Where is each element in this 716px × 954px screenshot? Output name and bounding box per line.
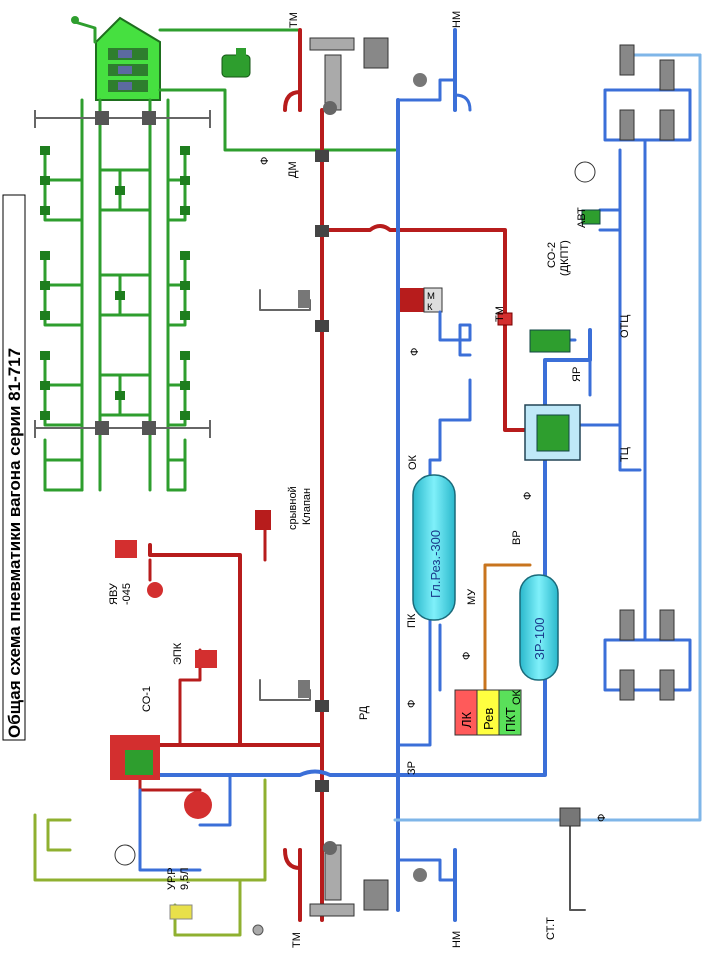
label-avt: АВТ [576, 207, 588, 228]
main-reservoir-label: Гл.Рез.-300 [428, 530, 443, 598]
label-ok-bottom: ОК [511, 689, 523, 705]
brake-cylinder-icon [180, 176, 190, 185]
valve-m: М [427, 291, 435, 302]
brake-cylinder-icon [180, 146, 190, 155]
brake-cylinder-icon [180, 311, 190, 320]
label-f-dm: Ф [259, 157, 271, 165]
label-f-low2: Ф [461, 652, 473, 660]
label-dm: ДМ [287, 161, 299, 178]
spare-reservoir: ЗР-100 [519, 574, 559, 681]
red-apparatus [110, 161, 601, 866]
label-f-far: Ф [596, 814, 608, 822]
label-tc: ТЦ [619, 447, 631, 462]
gray-taps [259, 289, 311, 701]
title-block: Общая схема пневматики вагона серии 81-7… [2, 194, 26, 741]
label-f-mid: Ф [409, 348, 421, 356]
label-nm-top: НМ [451, 11, 463, 28]
brake-cylinder-icon [40, 251, 50, 260]
brake-cylinder-icon [40, 206, 50, 215]
orange-line [483, 563, 532, 692]
label-rd: РД [358, 705, 370, 720]
label-klapan: Клапан [301, 488, 313, 525]
brake-cylinder-icon [115, 186, 125, 195]
label-tm-mid: ТМ [494, 306, 506, 322]
label-yar: ЯР [571, 367, 583, 382]
brake-cylinder-icon [40, 351, 50, 360]
brake-cylinder-icon [180, 381, 190, 390]
diagram-title: Общая схема пневматики вагона серии 81-7… [5, 348, 24, 738]
label-pk: ПК [406, 613, 418, 628]
label-tm-top: ТМ [288, 12, 300, 28]
ep-valve: М К [400, 287, 472, 357]
valve-k: К [427, 302, 433, 313]
nm-line [138, 28, 692, 922]
brake-cylinder-icon [40, 311, 50, 320]
label-epk: ЭПК [172, 642, 184, 665]
brake-cylinder-icon [40, 411, 50, 420]
control-boxes: ЛК Рев ПКТ [454, 689, 522, 736]
label-otc: ОТЦ [619, 315, 631, 338]
label-f-right: Ф [522, 492, 534, 500]
label-ok-top: ОК [407, 454, 419, 470]
label-mu: МУ [466, 588, 478, 605]
brake-cylinder-icon [115, 391, 125, 400]
label-vr: ВР [511, 530, 523, 545]
brake-cylinder-icon [40, 381, 50, 390]
label-co2-sub: (ДКПТ) [559, 240, 571, 276]
label-co2: СО-2 [546, 242, 558, 268]
label-yavu: ЯВУ [108, 582, 120, 605]
brake-cylinder-icon [180, 411, 190, 420]
lk-box-label: ЛК [459, 711, 474, 728]
brake-cylinder-icon [115, 291, 125, 300]
coupler-top [309, 37, 427, 115]
brake-cylinder-icon [180, 251, 190, 260]
label-tm-bottom: ТМ [291, 932, 303, 948]
brake-cylinder-icon [180, 281, 190, 290]
brake-cylinder-icon [40, 146, 50, 155]
brake-cylinder-icon [40, 281, 50, 290]
green-brake-network [34, 16, 397, 492]
label-yavu-num: -045 [121, 583, 133, 605]
tm-line [138, 28, 532, 922]
label-stt: СТ.Т [545, 917, 557, 940]
tc-line [393, 53, 702, 911]
air-distributor [524, 329, 581, 461]
label-urr: УР.Р [166, 867, 178, 890]
label-co1: СО-1 [141, 686, 153, 712]
pkt-box-label: ПКТ [503, 707, 518, 732]
rev-box-label: Рев [481, 708, 496, 730]
coupler-bottom [309, 841, 427, 917]
labels: ТМ НМ ТМ НМ Ф ДМ ТМ Ф СО-2 (ДКПТ) АВТ ОТ… [108, 11, 631, 948]
label-urr-vol: 9,5Л [179, 867, 191, 890]
label-zr: ЗР [406, 761, 418, 775]
label-sryvnoy: срывной [287, 486, 299, 530]
label-f-low: Ф [406, 700, 418, 708]
yg-line [33, 778, 267, 937]
brake-cylinder-icon [180, 206, 190, 215]
brake-cylinders-right [619, 44, 675, 701]
brake-cylinder-icon [40, 176, 50, 185]
label-nm-bottom: НМ [451, 931, 463, 948]
brake-cylinder-icon [180, 351, 190, 360]
main-reservoir: Гл.Рез.-300 [412, 474, 456, 621]
spare-reservoir-label: ЗР-100 [532, 617, 547, 660]
